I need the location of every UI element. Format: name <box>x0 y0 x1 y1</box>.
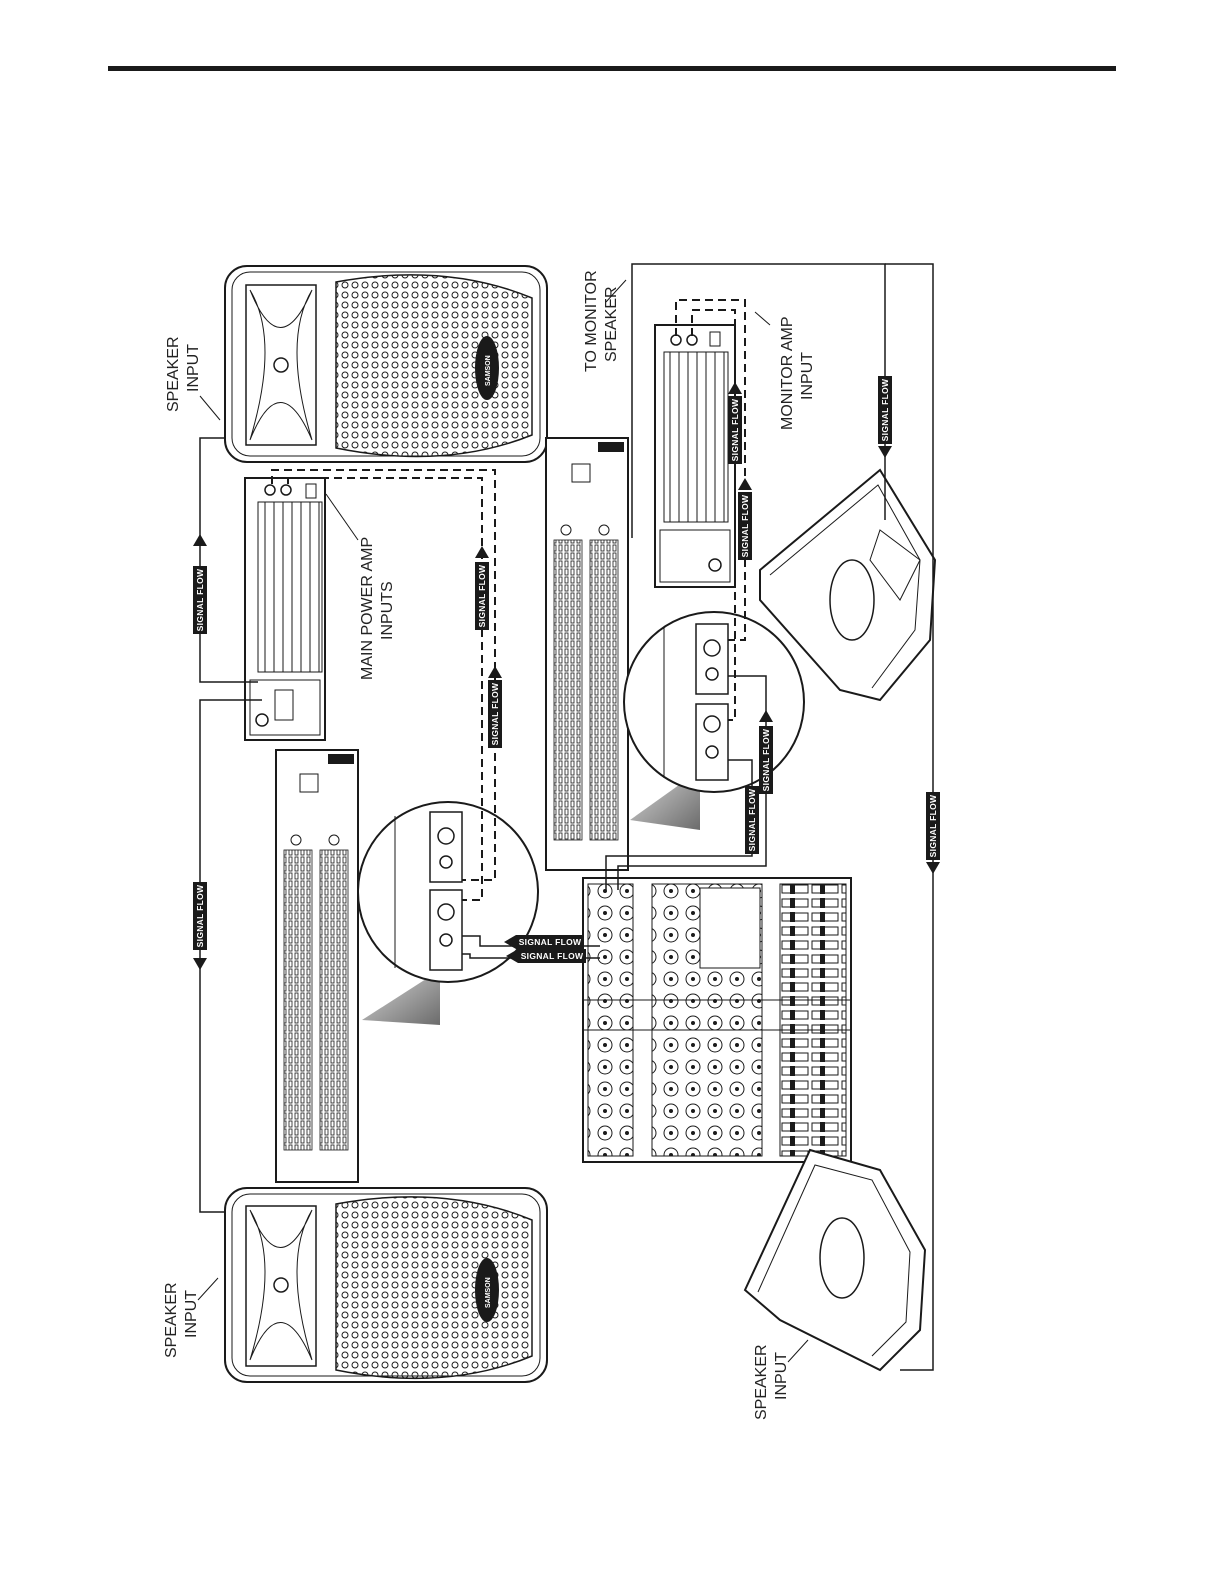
svg-text:SIGNAL FLOW: SIGNAL FLOW <box>195 884 205 947</box>
label-to-monitor-1: TO MONITOR <box>583 270 600 372</box>
label-speaker-input-top-2: INPUT <box>185 344 202 392</box>
label-speaker-input-bottom-1: SPEAKER <box>163 1282 180 1358</box>
label-monitor-amp-1: MONITOR AMP <box>779 317 796 431</box>
signal-flow-tag-7: SIGNAL FLOW <box>745 786 759 854</box>
graphic-eq-right <box>546 438 628 870</box>
svg-text:SIGNAL FLOW: SIGNAL FLOW <box>477 564 487 627</box>
signal-flow-tag-9: SIGNAL FLOW <box>738 492 752 560</box>
label-main-power-amp-2: INPUTS <box>379 581 396 640</box>
speaker-brand-bottom: SAMSON <box>485 1277 492 1308</box>
label-speaker-input-bottom-2: INPUT <box>183 1290 200 1338</box>
svg-text:SIGNAL FLOW: SIGNAL FLOW <box>740 494 750 557</box>
monitor-amp <box>655 325 735 587</box>
mixer <box>583 878 851 1162</box>
svg-text:SIGNAL FLOW: SIGNAL FLOW <box>519 937 582 947</box>
svg-text:SIGNAL FLOW: SIGNAL FLOW <box>761 728 771 791</box>
svg-text:SIGNAL FLOW: SIGNAL FLOW <box>730 398 740 461</box>
speaker-brand-top: SAMSON <box>485 355 492 386</box>
label-main-power-amp-1: MAIN POWER AMP <box>359 537 376 680</box>
signal-flow-tag-10: SIGNAL FLOW <box>728 396 742 464</box>
svg-text:SIGNAL FLOW: SIGNAL FLOW <box>880 378 890 441</box>
svg-text:SIGNAL FLOW: SIGNAL FLOW <box>747 788 757 851</box>
zoom-detail-right <box>624 612 804 830</box>
signal-flow-tag-2: SIGNAL FLOW <box>193 882 207 950</box>
signal-flow-tag-12: SIGNAL FLOW <box>926 792 940 860</box>
signal-flow-tag-3: SIGNAL FLOW <box>475 562 489 630</box>
svg-text:SIGNAL FLOW: SIGNAL FLOW <box>195 568 205 631</box>
signal-flow-tag-6: SIGNAL FLOW <box>518 949 586 963</box>
signal-flow-tag-8: SIGNAL FLOW <box>759 726 773 794</box>
svg-text:SIGNAL FLOW: SIGNAL FLOW <box>521 951 584 961</box>
label-monitor-amp-2: INPUT <box>799 352 816 400</box>
label-to-monitor-2: SPEAKER <box>603 286 620 362</box>
signal-flow-tag-5: SIGNAL FLOW <box>516 935 584 949</box>
main-speaker-bottom: SAMSON <box>225 1188 547 1382</box>
main-speaker-top: SAMSON <box>225 266 547 462</box>
label-speaker-input-monitor-1: SPEAKER <box>753 1344 770 1420</box>
graphic-eq-left <box>276 750 358 1182</box>
monitor-wedge-bottom <box>745 1150 925 1370</box>
label-speaker-input-top-1: SPEAKER <box>165 336 182 412</box>
label-speaker-input-monitor-2: INPUT <box>773 1352 790 1400</box>
signal-flow-tag-4: SIGNAL FLOW <box>488 680 502 748</box>
svg-text:SIGNAL FLOW: SIGNAL FLOW <box>928 794 938 857</box>
svg-text:SIGNAL FLOW: SIGNAL FLOW <box>490 682 500 745</box>
signal-flow-tag-1: SIGNAL FLOW <box>193 566 207 634</box>
signal-flow-tag-11: SIGNAL FLOW <box>878 376 892 444</box>
zoom-detail-left <box>358 802 538 1025</box>
